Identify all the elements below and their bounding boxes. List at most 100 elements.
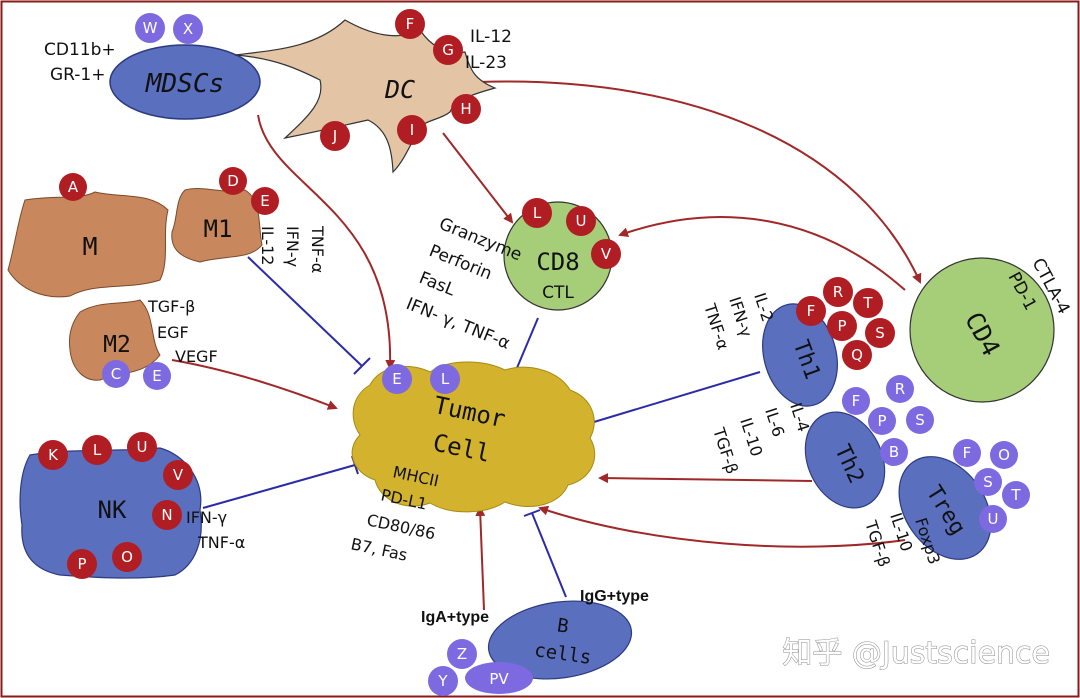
- badge-dc-i: [397, 115, 427, 145]
- badge-dc-g-label: G: [442, 41, 454, 59]
- badge-th1-p-label: P: [837, 317, 846, 335]
- badge-m2-e-label: E: [152, 367, 161, 385]
- badge-m-a-label: A: [68, 178, 79, 196]
- badge-tumor-e: [382, 364, 412, 394]
- label-m1-ifn: IFN-γ: [283, 226, 302, 267]
- badge-dc-i-label: I: [410, 121, 414, 139]
- badge-th2-r: [886, 375, 914, 403]
- badge-tumor-e-label: E: [392, 370, 401, 388]
- badge-nk-p: [67, 549, 97, 579]
- badge-dc-g: [433, 35, 463, 65]
- badge-b-z: [447, 639, 477, 669]
- badge-th2-b: [880, 438, 908, 466]
- badge-nk-o: [112, 542, 142, 572]
- label-il23: IL-23: [465, 53, 507, 73]
- badge-nk-u: [127, 432, 157, 462]
- badge-b-y-label: Y: [437, 672, 448, 690]
- badge-m1-d-label: D: [227, 172, 239, 190]
- badge-tumor-l: [430, 364, 460, 394]
- badge-th1-t-label: T: [862, 294, 873, 312]
- label-th2-tgf: TGF-β: [709, 424, 742, 476]
- tumor-cell: Tumor Cell E L MHCII PD-L1 CD80/86 B7, F…: [349, 361, 596, 565]
- mdscs-body: [109, 44, 261, 120]
- m2-name: M2: [103, 332, 131, 358]
- badge-treg-u: [979, 505, 1007, 533]
- badge-nk-v: [163, 460, 193, 490]
- badge-dc-j-label: J: [332, 127, 337, 145]
- badge-dc-f-label: F: [406, 15, 415, 33]
- m2-body: [69, 299, 161, 381]
- badge-nk-p-label: P: [77, 555, 86, 573]
- badge-dc-j: [320, 121, 350, 151]
- badge-th1-p: [827, 311, 857, 341]
- macrophage-m1: M1 D E IL-12 IFN-γ TNF-α: [171, 167, 327, 273]
- label-th2-il6: IL-6: [761, 405, 788, 439]
- dendritic-cell: DC F G H I J IL-12 IL-23: [234, 9, 512, 174]
- badge-th2-f: [842, 387, 870, 415]
- th2-body: [804, 411, 886, 509]
- cd8-ctl: CTL: [542, 283, 574, 303]
- cd4-t-cell: CD4 CTLA-4 PD-1: [909, 255, 1074, 403]
- badge-nk-v-label: V: [173, 466, 184, 484]
- label-m2-tgf: TGF-β: [147, 297, 195, 316]
- badge-b-y: [428, 666, 458, 696]
- badge-nk-k-label: K: [48, 446, 59, 464]
- badge-th2-f-label: F: [852, 392, 861, 410]
- badge-nk-o-label: O: [121, 548, 133, 566]
- inhibit-m1-to-tumor: [247, 256, 371, 375]
- badge-w-label: W: [143, 19, 158, 37]
- badge-th2-p: [868, 407, 896, 435]
- label-th2-il10: IL-10: [736, 415, 766, 458]
- badge-th1-q-label: Q: [851, 346, 863, 364]
- label-treg-tgf: TGF-β: [861, 517, 894, 569]
- b-cells-name-line1: B: [556, 614, 570, 637]
- inhibit-th1-to-tumor: [580, 371, 761, 436]
- badge-cd8-l-label: L: [533, 204, 542, 222]
- badge-nk-l-label: L: [93, 441, 102, 459]
- badge-th2-p-label: P: [877, 412, 886, 430]
- badge-nk-n-label: N: [161, 506, 172, 524]
- label-nk-ifn: IFN-γ: [186, 508, 227, 527]
- b-cells: B cells Z Y PV IgA+type IgG+type: [421, 588, 649, 696]
- badge-m2-c: [102, 360, 130, 388]
- label-gr1: GR-1+: [50, 65, 106, 85]
- badge-treg-f-label: F: [963, 444, 972, 462]
- badge-cd8-l: [522, 198, 552, 228]
- badge-b-z-label: Z: [457, 645, 467, 663]
- m-body: [7, 191, 169, 298]
- badge-m1-e: [251, 187, 279, 215]
- badge-cd8-u: [566, 206, 596, 236]
- label-cd8-fasl: FasL: [416, 268, 458, 301]
- badge-dc-h-label: H: [460, 100, 471, 118]
- badge-m1-e-label: E: [260, 192, 269, 210]
- label-m2-vegf: VEGF: [175, 347, 218, 366]
- arrow-th2-to-tumor: [598, 473, 813, 484]
- badge-nk-u-label: U: [137, 438, 148, 456]
- dc-name: DC: [384, 75, 415, 104]
- arrow-dc-to-cd4: [477, 80, 922, 284]
- th1-body: [762, 303, 838, 407]
- tumor-body: [351, 361, 596, 513]
- badge-treg-o-label: O: [998, 446, 1010, 464]
- cd4-body: [909, 257, 1055, 403]
- mdscs-name: MDSCs: [145, 69, 224, 99]
- badge-treg-t: [1002, 481, 1030, 509]
- badge-w: [135, 13, 165, 43]
- inhibit-nk-to-tumor: [202, 455, 359, 509]
- badge-x: [173, 14, 203, 44]
- badge-x-label: X: [183, 20, 193, 38]
- label-m2-egf: EGF: [157, 323, 189, 342]
- nk-cell: NK K L U V N P O IFN-γ TNF-α: [19, 432, 245, 579]
- label-tumor-b7: B7, Fas: [349, 534, 409, 564]
- badge-nk-n: [152, 500, 182, 530]
- label-nk-tnf: TNF-α: [197, 533, 245, 552]
- badge-dc-h: [451, 94, 481, 124]
- badge-th1-q: [842, 340, 872, 370]
- badge-th2-s: [906, 406, 934, 434]
- badge-th1-t: [853, 288, 883, 318]
- badge-nk-l: [82, 435, 112, 465]
- arrow-dc-to-cd8: [442, 132, 514, 224]
- label-iga: IgA+type: [421, 609, 489, 626]
